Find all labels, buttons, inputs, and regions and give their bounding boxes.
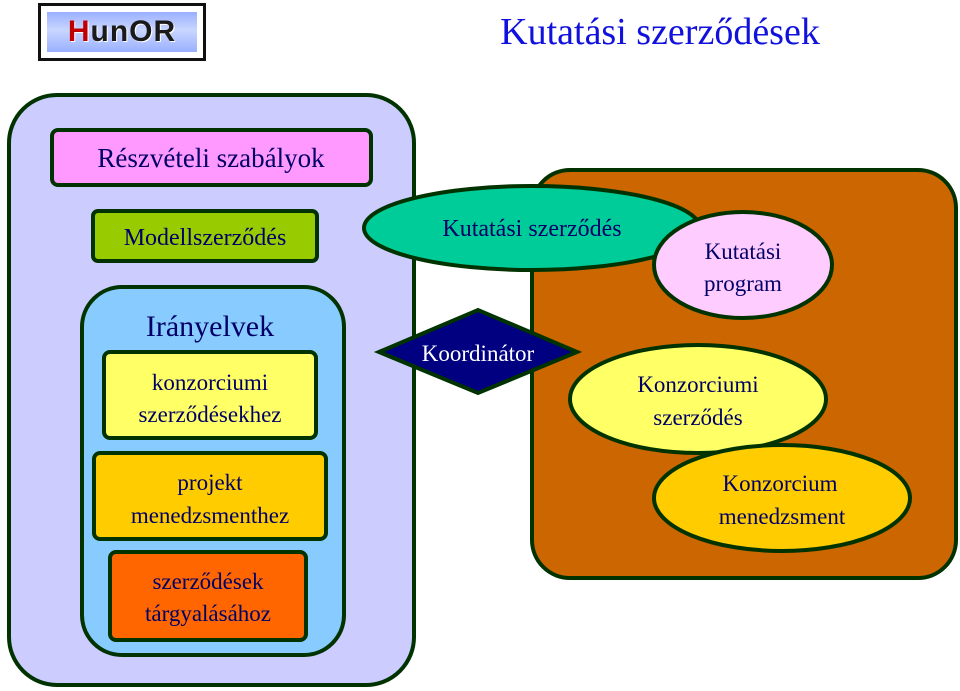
consortium-contract-line1: Konzorciumi [637, 372, 758, 397]
participation-rules-box [50, 128, 373, 187]
consortium-management-line1: Konzorcium [723, 471, 838, 496]
guideline-negotiation-line1: szerződések [152, 569, 264, 594]
coordinator-label: Koordinátor [422, 341, 535, 366]
coordinator-diamond [373, 307, 583, 396]
model-contract-label: Modellszerződés [124, 225, 287, 251]
research-program-ellipse [652, 210, 834, 320]
guideline-negotiation-box [108, 550, 308, 642]
logo-letter-h: H [67, 15, 91, 48]
logo-letters-un: un [90, 15, 130, 48]
research-program-line2: program [704, 271, 782, 296]
guidelines-heading: Irányelvek [146, 310, 274, 343]
consortium-management-line2: menedzsment [719, 504, 846, 529]
model-contract-box [91, 209, 319, 263]
guideline-project-line2: menedzsmenthez [131, 503, 289, 528]
hunor-logo-plate: HunOR [47, 12, 197, 52]
hunor-logo: HunOR [38, 3, 206, 61]
guideline-project-box [92, 451, 328, 541]
research-contract-label: Kutatási szerződés [442, 216, 621, 242]
consortium-management-ellipse [652, 443, 912, 553]
guideline-consortium-box [102, 350, 318, 440]
participation-rules-label: Részvételi szabályok [97, 143, 325, 173]
guideline-consortium-line1: konzorciumi [152, 370, 268, 395]
consortium-contract-ellipse [568, 343, 828, 455]
guideline-negotiation-line2: tárgyalásához [145, 601, 271, 626]
hunor-logo-text: HunOR [68, 15, 176, 49]
logo-letters-or: OR [129, 15, 177, 48]
guideline-project-line1: projekt [177, 470, 243, 495]
guideline-consortium-line2: szerződésekhez [138, 402, 281, 427]
page-title: Kutatási szerződések [500, 11, 820, 53]
consortium-contract-line2: szerződés [653, 405, 742, 430]
research-program-line1: Kutatási [705, 239, 782, 264]
